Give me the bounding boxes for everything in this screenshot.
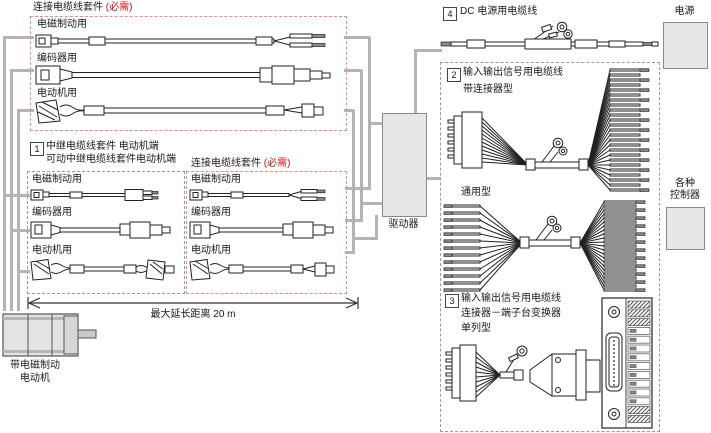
section1-number: 1 bbox=[30, 142, 44, 156]
required-badge: (必需) bbox=[105, 2, 133, 13]
kit-brake-label: 电磁制动用 bbox=[191, 174, 241, 185]
section1-title-line1: 中继电缆线套件 电动机端 bbox=[46, 141, 159, 152]
connector-line bbox=[344, 69, 362, 72]
dc-power-cable-drawing bbox=[440, 21, 659, 50]
motor-label-line2: 电动机 bbox=[20, 373, 50, 384]
section2-subtitle: 带连接器型 bbox=[463, 84, 513, 95]
connector-line bbox=[345, 251, 354, 254]
relay-motor-label: 电动机用 bbox=[32, 245, 72, 256]
controllers-box bbox=[666, 207, 705, 250]
relay-brake-label: 电磁制动用 bbox=[32, 174, 82, 185]
distance-label: 最大延长距离 20 m bbox=[150, 309, 236, 320]
connector-line bbox=[425, 177, 441, 180]
section1-kit-title: 连接电缆线套件 (必需) bbox=[191, 158, 290, 170]
connector-line bbox=[362, 202, 383, 205]
connector-line bbox=[10, 229, 30, 232]
connector-line bbox=[352, 110, 355, 254]
connector-line bbox=[10, 70, 13, 311]
io-connector-cable-drawing bbox=[447, 68, 650, 192]
kit-top-title: 连接电缆线套件 (必需) bbox=[33, 2, 132, 14]
motor-cable-label: 电动机用 bbox=[37, 88, 77, 99]
connector-line bbox=[368, 37, 371, 190]
controllers-label-line1: 各种 bbox=[675, 178, 695, 189]
connector-line bbox=[3, 194, 30, 197]
brake-cable-drawing bbox=[35, 33, 326, 48]
section2-number: 2 bbox=[447, 68, 461, 82]
motor-label-line1: 带电磁制动 bbox=[10, 360, 60, 371]
relay-motor-cable-drawing bbox=[30, 258, 175, 281]
io-terminal-cable-drawing bbox=[445, 344, 601, 402]
distance-arrow bbox=[27, 297, 359, 309]
section1-required-badge: (必需) bbox=[263, 158, 291, 169]
connector-line bbox=[375, 215, 378, 240]
section3-line3: 单列型 bbox=[461, 323, 491, 334]
relay-kit-box bbox=[27, 171, 185, 294]
power-label: 电源 bbox=[674, 6, 695, 17]
section3-number: 3 bbox=[445, 294, 459, 308]
kit-motor-label: 电动机用 bbox=[191, 245, 231, 256]
connect-kit-box bbox=[186, 171, 347, 294]
connector-line bbox=[3, 36, 34, 39]
connector-line bbox=[345, 187, 370, 190]
connector-line bbox=[344, 36, 370, 39]
driver-label: 驱动器 bbox=[388, 219, 419, 230]
connector-line bbox=[17, 270, 30, 273]
io-section-box bbox=[440, 62, 660, 432]
section1-kit-title-text: 连接电缆线套件 bbox=[191, 158, 261, 169]
connector-line bbox=[17, 110, 20, 311]
section4-number: 4 bbox=[443, 7, 457, 21]
connector-line bbox=[10, 69, 34, 72]
kit-brake-cable-drawing bbox=[189, 189, 326, 201]
section2-title: 输入输出信号用电缆线 bbox=[463, 67, 563, 78]
kit-top-title-text: 连接电缆线套件 bbox=[33, 2, 103, 13]
encoder-cable-label: 编码器用 bbox=[37, 53, 77, 64]
kit-encoder-cable-drawing bbox=[189, 221, 334, 239]
motor-cable-drawing bbox=[35, 99, 324, 124]
section4-title: DC 电源用电缆线 bbox=[460, 6, 538, 17]
connector-line bbox=[17, 109, 34, 112]
power-box bbox=[663, 22, 708, 69]
kit-encoder-label: 编码器用 bbox=[191, 207, 231, 218]
connector-line bbox=[3, 37, 6, 311]
connector-line bbox=[344, 109, 354, 112]
connector-line bbox=[345, 219, 362, 222]
connector-line bbox=[414, 50, 417, 114]
relay-encoder-cable-drawing bbox=[30, 221, 171, 239]
section3-title: 输入输出信号用电缆线 bbox=[461, 293, 561, 304]
section3-line2: 连接器－端子台变换器 bbox=[461, 308, 561, 319]
section1-title-line2: 可动中继电缆线套件电动机端 bbox=[46, 154, 176, 165]
relay-encoder-label: 编码器用 bbox=[32, 207, 72, 218]
connector-line bbox=[360, 70, 363, 222]
encoder-cable-drawing bbox=[35, 65, 331, 85]
kit-motor-cable-drawing bbox=[189, 258, 335, 281]
controllers-label-line2: 控制器 bbox=[670, 190, 700, 201]
kit-top-box bbox=[30, 16, 347, 131]
io-general-cable-drawing bbox=[443, 200, 646, 292]
section2-general-label: 通用型 bbox=[461, 187, 491, 198]
driver-box bbox=[382, 113, 427, 217]
brake-cable-label: 电磁制动用 bbox=[37, 19, 87, 30]
connector-line bbox=[414, 49, 442, 52]
relay-brake-cable-drawing bbox=[30, 189, 159, 201]
connector-line bbox=[354, 237, 378, 240]
motor-drawing bbox=[2, 313, 97, 357]
terminal-block-drawing bbox=[601, 297, 653, 429]
connector-line bbox=[371, 122, 383, 125]
